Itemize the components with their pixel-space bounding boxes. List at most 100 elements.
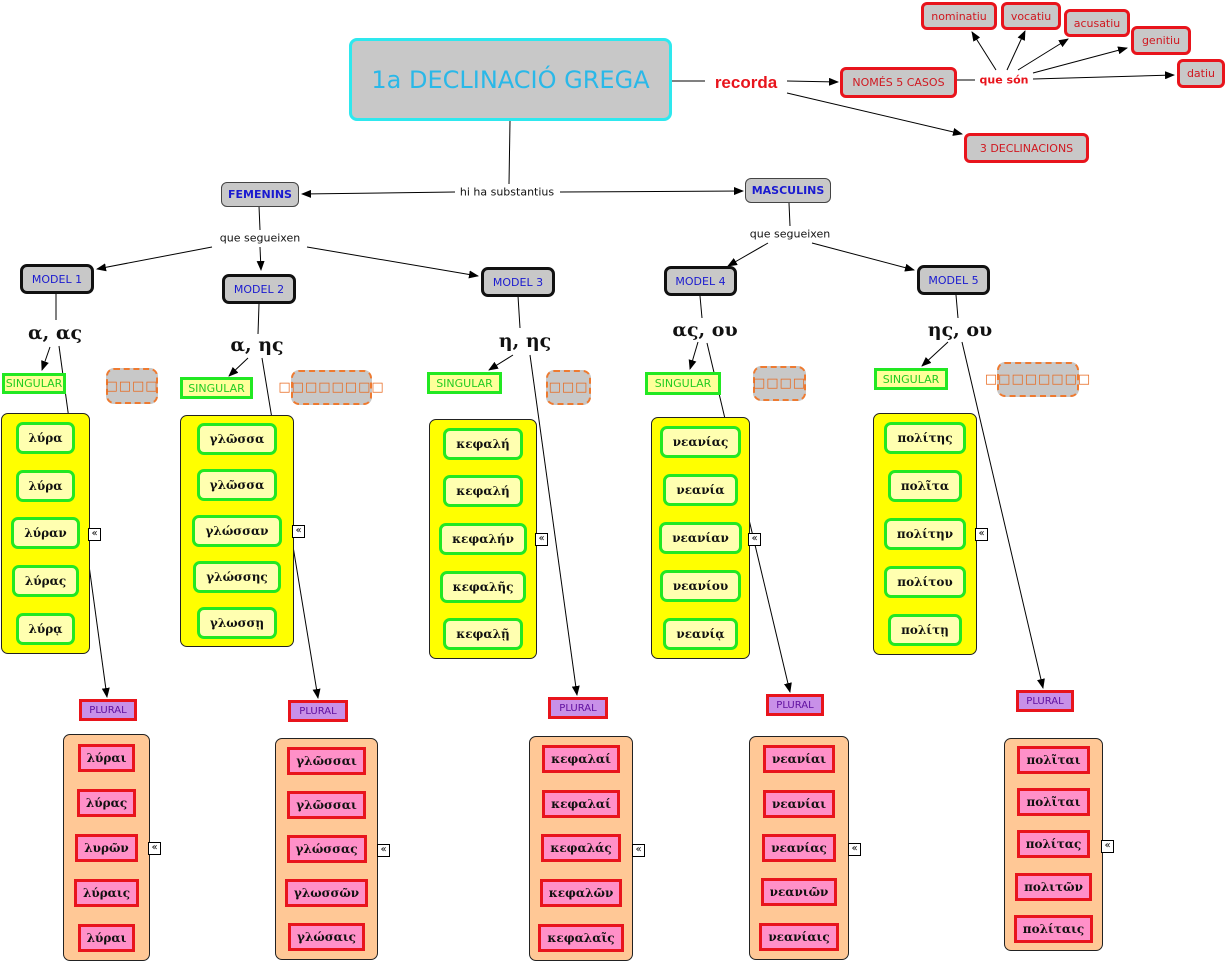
singular-form[interactable]: κεφαλῇ (443, 618, 523, 651)
node-case-genitiu[interactable]: genitiu (1131, 26, 1191, 55)
singular-form[interactable]: γλῶσσα (196, 423, 278, 455)
expand-icon[interactable]: « (535, 533, 548, 546)
node-case-nominatiu[interactable]: nominatiu (921, 2, 997, 30)
expand-icon[interactable]: « (377, 844, 390, 857)
singular-form[interactable]: κεφαλή (443, 475, 523, 508)
singular-form[interactable]: γλωσσῃ (196, 607, 278, 639)
plural-forms-group-model-1[interactable]: λύραι λύρας λυρῶν λύραις λύραι (63, 734, 150, 961)
node-note-model-4[interactable]: □□□□ (753, 366, 806, 401)
plural-form[interactable]: γλώσσας (286, 835, 367, 863)
plural-forms-group-model-5[interactable]: πολῖται πολῖται πολίτας πολιτῶν πολίταις (1004, 738, 1103, 951)
node-singular-model-1[interactable]: SINGULAR (2, 373, 66, 394)
singular-form[interactable]: πολίτης (884, 422, 966, 454)
singular-form[interactable]: γλώσσης (193, 561, 281, 593)
expand-icon[interactable]: « (1101, 840, 1114, 853)
expand-icon[interactable]: « (632, 844, 645, 857)
singular-form[interactable]: πολίτην (883, 518, 967, 550)
node-note-model-2[interactable]: □□□□□□□□ (278, 370, 384, 405)
expand-icon[interactable]: « (148, 842, 161, 855)
singular-forms-group-model-1[interactable]: λύρα λύρα λύραν λύρας λύρᾳ (1, 413, 90, 654)
singular-form[interactable]: πολίτῃ (888, 614, 962, 646)
singular-form[interactable]: πολίτου (884, 566, 966, 598)
node-plural-model-1[interactable]: PLURAL (79, 699, 137, 721)
plural-form[interactable]: πολῖται (1017, 746, 1090, 775)
plural-form[interactable]: νεανιῶν (760, 878, 838, 907)
plural-forms-group-model-2[interactable]: γλῶσσαι γλῶσσαι γλώσσας γλωσσῶν γλώσαις (275, 738, 378, 960)
singular-form[interactable]: νεανίᾳ (663, 618, 738, 650)
expand-icon[interactable]: « (975, 528, 988, 541)
node-3-declinacions[interactable]: 3 DECLINACIONS (964, 133, 1089, 163)
plural-form[interactable]: πολιτῶν (1015, 872, 1092, 901)
singular-form[interactable]: κεφαλή (443, 427, 523, 460)
singular-form[interactable]: νεανίου (659, 570, 742, 602)
singular-form[interactable]: λύρα (15, 469, 76, 502)
plural-form[interactable]: κεφαλάς (541, 834, 621, 863)
node-plural-model-5[interactable]: PLURAL (1016, 690, 1074, 712)
plural-form[interactable]: νεανίαι (762, 745, 836, 774)
singular-form[interactable]: νεανίας (659, 426, 742, 458)
main-topic-node[interactable]: 1a DECLINACIÓ GREGA (349, 38, 672, 121)
node-model-1[interactable]: MODEL 1 (20, 264, 94, 294)
node-model-5[interactable]: MODEL 5 (917, 265, 990, 295)
plural-form[interactable]: κεφαλαί (542, 745, 620, 774)
plural-form[interactable]: λύραις (73, 878, 140, 907)
plural-form[interactable]: γλωσσῶν (284, 879, 369, 907)
plural-forms-group-model-4[interactable]: νεανίαι νεανίαι νεανίας νεανιῶν νεανίαις (749, 736, 849, 960)
node-nomes-5-casos[interactable]: NOMÉS 5 CASOS (840, 67, 957, 98)
plural-form[interactable]: λυρῶν (75, 833, 138, 862)
plural-form[interactable]: λύρας (76, 788, 137, 817)
singular-forms-group-model-2[interactable]: γλῶσσα γλῶσσα γλώσσαν γλώσσης γλωσσῃ (180, 415, 294, 647)
plural-form[interactable]: πολίτας (1016, 830, 1091, 859)
plural-form[interactable]: νεανίαις (759, 922, 839, 951)
node-plural-model-2[interactable]: PLURAL (288, 700, 348, 722)
singular-form[interactable]: λύρας (11, 565, 80, 598)
node-note-model-1[interactable]: □□□□ (105, 368, 158, 404)
plural-form[interactable]: κεφαλῶν (539, 879, 623, 908)
plural-form[interactable]: κεφαλαῖς (538, 923, 624, 952)
singular-form[interactable]: λύρα (15, 421, 76, 454)
plural-form[interactable]: κεφαλαί (542, 789, 620, 818)
singular-form[interactable]: κεφαλήν (439, 522, 527, 555)
singular-form[interactable]: πολῖτα (887, 470, 963, 502)
node-masculins[interactable]: MASCULINS (745, 178, 831, 203)
node-note-model-5[interactable]: □□□□□□□□ (985, 362, 1090, 397)
expand-icon[interactable]: « (848, 843, 861, 856)
plural-form[interactable]: γλώσαις (288, 923, 365, 951)
plural-form[interactable]: λύραι (77, 743, 136, 772)
node-case-vocatiu[interactable]: vocatiu (1001, 2, 1061, 30)
node-model-3[interactable]: MODEL 3 (481, 267, 555, 297)
node-femenins[interactable]: FEMENINS (221, 182, 299, 207)
plural-form[interactable]: πολίταις (1013, 914, 1094, 943)
singular-form[interactable]: λύραν (11, 517, 80, 550)
plural-form[interactable]: γλῶσσαι (287, 791, 366, 819)
expand-icon[interactable]: « (292, 525, 305, 538)
singular-forms-group-model-5[interactable]: πολίτης πολῖτα πολίτην πολίτου πολίτῃ (873, 413, 977, 655)
node-note-model-3[interactable]: □□□ (546, 370, 591, 405)
plural-forms-group-model-3[interactable]: κεφαλαί κεφαλαί κεφαλάς κεφαλῶν κεφαλαῖς (529, 736, 633, 961)
node-model-4[interactable]: MODEL 4 (664, 266, 737, 296)
expand-icon[interactable]: « (748, 533, 761, 546)
plural-form[interactable]: λύραι (77, 923, 136, 952)
singular-form[interactable]: γλῶσσα (196, 469, 278, 501)
plural-form[interactable]: νεανίας (762, 833, 836, 862)
node-singular-model-3[interactable]: SINGULAR (427, 372, 502, 394)
singular-form[interactable]: γλώσσαν (192, 515, 282, 547)
expand-icon[interactable]: « (88, 528, 101, 541)
node-singular-model-2[interactable]: SINGULAR (180, 377, 253, 399)
node-case-datiu[interactable]: datiu (1177, 59, 1225, 88)
singular-form[interactable]: κεφαλῆς (439, 570, 527, 603)
plural-form[interactable]: γλῶσσαι (287, 747, 366, 775)
node-plural-model-4[interactable]: PLURAL (766, 694, 824, 716)
node-singular-model-4[interactable]: SINGULAR (645, 372, 721, 395)
node-singular-model-5[interactable]: SINGULAR (874, 368, 948, 390)
singular-form[interactable]: λύρᾳ (15, 613, 76, 646)
singular-form[interactable]: νεανία (663, 474, 738, 506)
node-case-acusatiu[interactable]: acusatiu (1064, 9, 1130, 37)
singular-forms-group-model-4[interactable]: νεανίας νεανία νεανίαν νεανίου νεανίᾳ (651, 417, 750, 659)
plural-form[interactable]: νεανίαι (762, 789, 836, 818)
singular-forms-group-model-3[interactable]: κεφαλή κεφαλή κεφαλήν κεφαλῆς κεφαλῇ (429, 419, 537, 659)
plural-form[interactable]: πολῖται (1017, 788, 1090, 817)
node-model-2[interactable]: MODEL 2 (222, 274, 296, 304)
singular-form[interactable]: νεανίαν (659, 522, 742, 554)
node-plural-model-3[interactable]: PLURAL (548, 697, 608, 719)
